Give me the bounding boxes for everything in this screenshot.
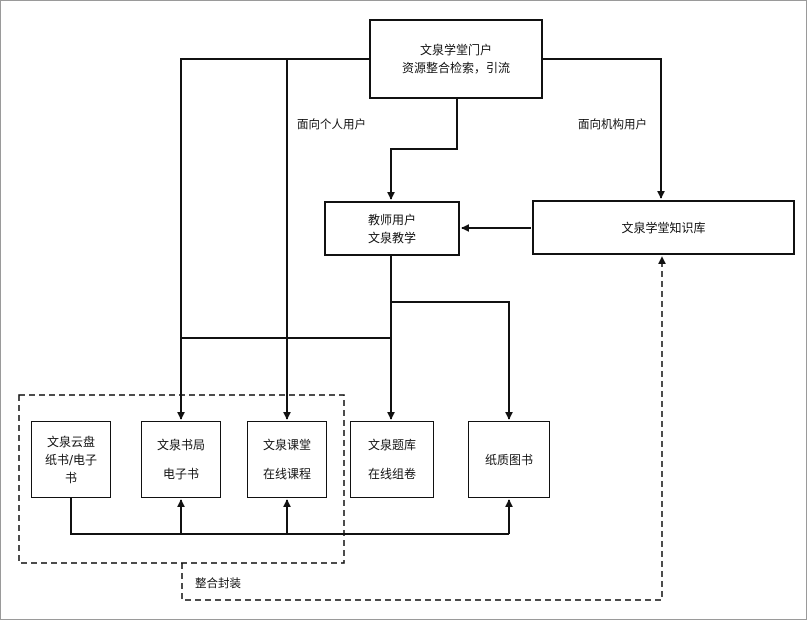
bookstore-node: 文泉书局 电子书 <box>141 421 221 498</box>
portal-node: 文泉学堂门户 资源整合检索，引流 <box>369 19 543 99</box>
portal-to-teaching-line <box>387 99 458 200</box>
portal-subtitle: 资源整合检索，引流 <box>401 61 510 75</box>
portal-title: 文泉学堂门户 <box>419 43 492 57</box>
classroom-subtitle: 在线课程 <box>262 467 311 482</box>
cloud-subtitle-cont: 书 <box>64 470 77 485</box>
individual-users-label: 面向个人用户 <box>297 117 366 131</box>
bookstore-title: 文泉书局 <box>156 437 205 452</box>
paper-title: 纸质图书 <box>484 452 533 467</box>
classroom-node: 文泉课堂 在线课程 <box>247 421 327 498</box>
teaching-node: 教师用户 文泉教学 <box>324 201 460 256</box>
teaching-title: 教师用户 <box>367 212 416 227</box>
questions-title: 文泉题库 <box>367 437 416 452</box>
teaching-subtitle: 文泉教学 <box>367 230 416 245</box>
integration-bus-line <box>70 498 509 535</box>
portal-to-knowledge-line <box>541 58 665 199</box>
package-label: 整合封装 <box>195 576 241 590</box>
bookstore-subtitle: 电子书 <box>162 467 199 482</box>
knowledge-title: 文泉学堂知识库 <box>621 220 706 235</box>
portal-to-bookstore-line <box>177 58 370 420</box>
teaching-to-paper-line <box>391 301 513 420</box>
questions-node: 文泉题库 在线组卷 <box>350 421 434 498</box>
institution-users-label: 面向机构用户 <box>578 117 647 131</box>
cloud-node: 文泉云盘 纸书/电子 书 <box>31 421 111 498</box>
paper-node: 纸质图书 <box>468 421 550 498</box>
cloud-subtitle: 纸书/电子 <box>44 452 98 467</box>
cloud-title: 文泉云盘 <box>46 434 95 449</box>
knowledge-node: 文泉学堂知识库 <box>532 200 795 255</box>
classroom-title: 文泉课堂 <box>262 437 311 452</box>
questions-subtitle: 在线组卷 <box>367 467 416 482</box>
